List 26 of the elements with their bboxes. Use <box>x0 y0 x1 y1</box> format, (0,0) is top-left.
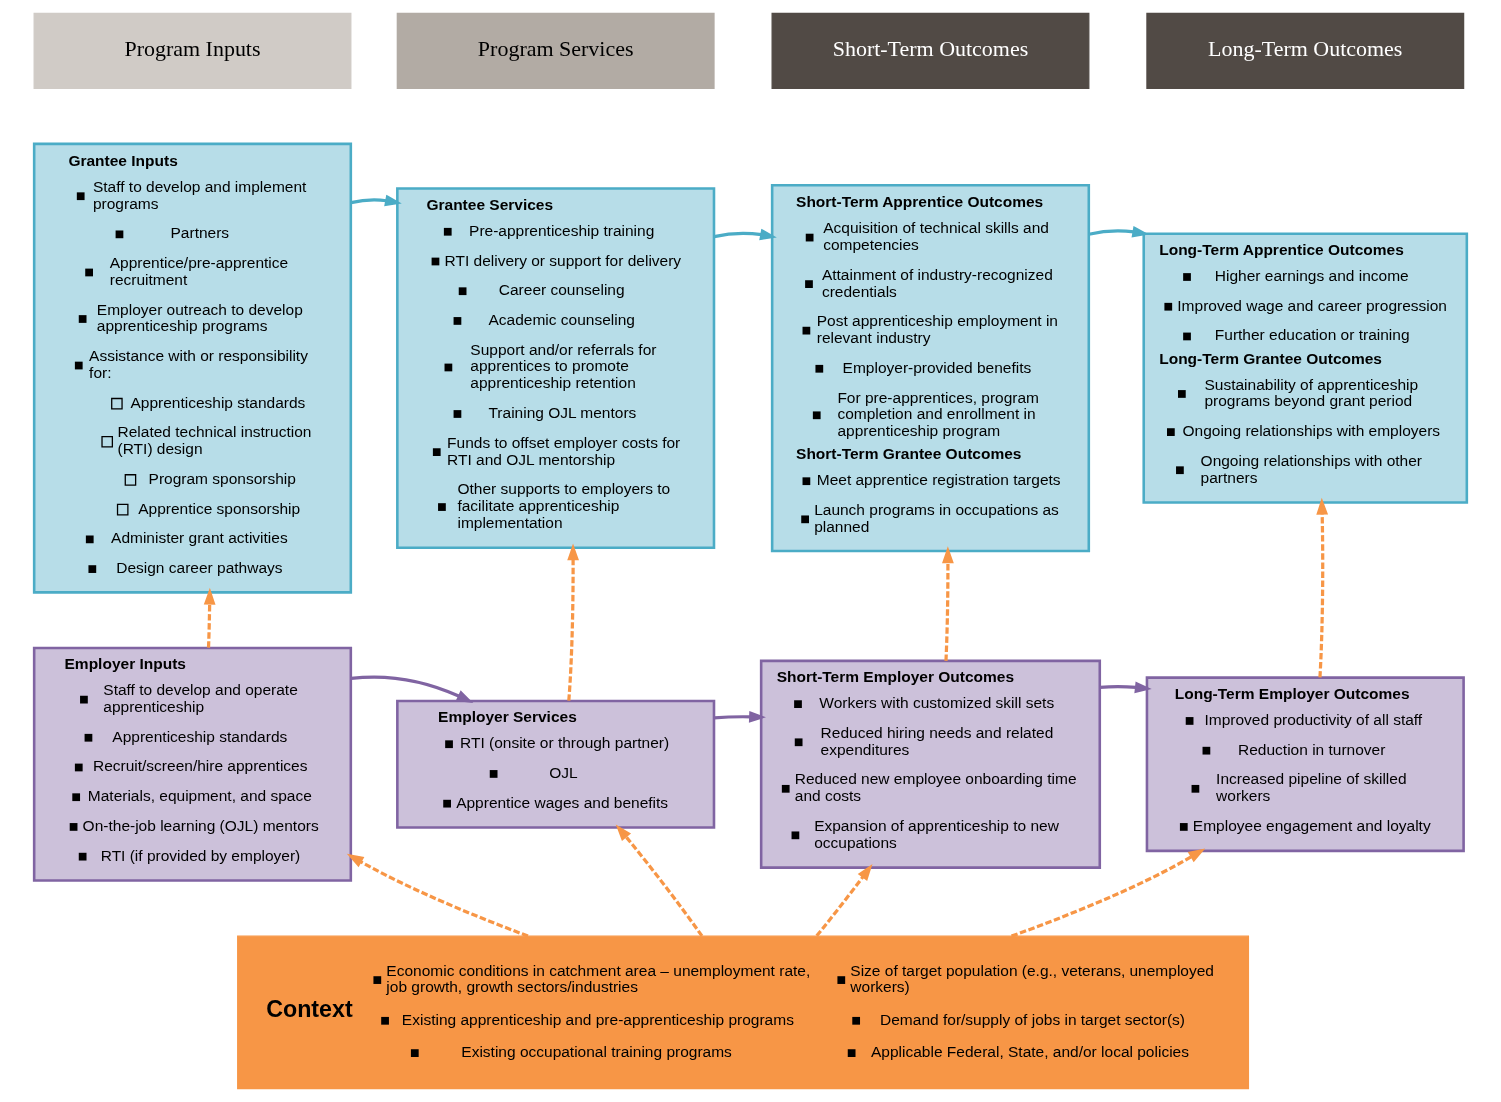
node-box: Long-Term Outcomes <box>1146 12 1465 89</box>
arrow <box>714 710 766 723</box>
node-box: Employer Inputs Staff to develop and operate apprenticeship Apprenticeship standards Recruit/screen/hire apprentices Materials, equipment, and space On-the-job learning (OJL) mentors RTI (if provided by employer) <box>32 646 353 882</box>
arrow <box>350 675 474 703</box>
node-box: Long-Term Employer Outcomes Improved productivity of all staff Reduction in turnover Increased pipeline of skilled workers Employee engagement and loyalty <box>1145 676 1465 853</box>
node-box: Context Economic conditions in catchment area – unemployment rate, job growth, growth sectors/industries Existing apprenticeship and pre-apprenticeship programs Existing occupational training programs Size of target population (e.g., veterans, unemployed workers) Demand for/supply of jobs in target sector(s) Applicable Federal, State, and/or local policies <box>237 935 1250 1090</box>
node-box: Program Services <box>396 12 715 89</box>
node-box: Short-Term Outcomes <box>771 12 1090 89</box>
node-box: Program Inputs <box>33 12 352 89</box>
node-box: Employer Services RTI (onsite or through partner) OJL Apprentice wages and benefits <box>396 699 716 829</box>
arrow <box>942 546 954 661</box>
node-box: Short-Term Employer Outcomes Workers with customized skill sets Reduced hiring needs and related expenditures Reduced new employee onboarding time and costs Expansion of apprenticeship to new occupations <box>759 659 1102 869</box>
node-box: Long-Term Apprentice Outcomes Higher earnings and income Improved wage and career progression Further education or training Long-Term Grantee Outcomes Sustainability of apprenticeship programs beyond grant period Ongoing relationships with employers Ongoing relationships with other partners <box>1142 232 1469 504</box>
node-box: Grantee Inputs Staff to develop and implement programs Partners Apprentice/pre-apprentice recruitment Employer outreach to develop apprenticeship programs Assistance with or responsibility for: Apprenticeship standards Related technical instruction (RTI) design Program sponsorship Apprentice sponsorship Administer grant activities Design career pathways <box>32 142 353 594</box>
arrow <box>1099 681 1152 694</box>
arrow <box>203 587 216 648</box>
arrow <box>1010 848 1206 938</box>
arrow <box>815 863 873 937</box>
node-box: Grantee Services Pre-apprenticeship training RTI delivery or support for delivery Career counseling Academic counseling Support and/or referrals for apprentices to promote apprenticeship retention Training OJL mentors Funds to offset employer costs for RTI and OJL mentorship Other supports to employers to facilitate apprenticeship implementation <box>396 187 716 550</box>
arrow <box>350 194 402 207</box>
arrow <box>346 853 529 938</box>
arrow <box>713 228 777 241</box>
arrow <box>615 824 704 937</box>
node-box: Short-Term Apprentice Outcomes Acquisition of technical skills and competencies Attainment of industry-recognized credentials Post apprenticeship employment in relevant industry Employer-provided benefits For pre-apprentices, program completion and enrollment in apprenticeship program Short-Term Grantee Outcomes Meet apprentice registration targets Launch programs in occupations as planned <box>770 183 1091 553</box>
arrow <box>1316 497 1329 678</box>
arrow <box>567 543 579 701</box>
